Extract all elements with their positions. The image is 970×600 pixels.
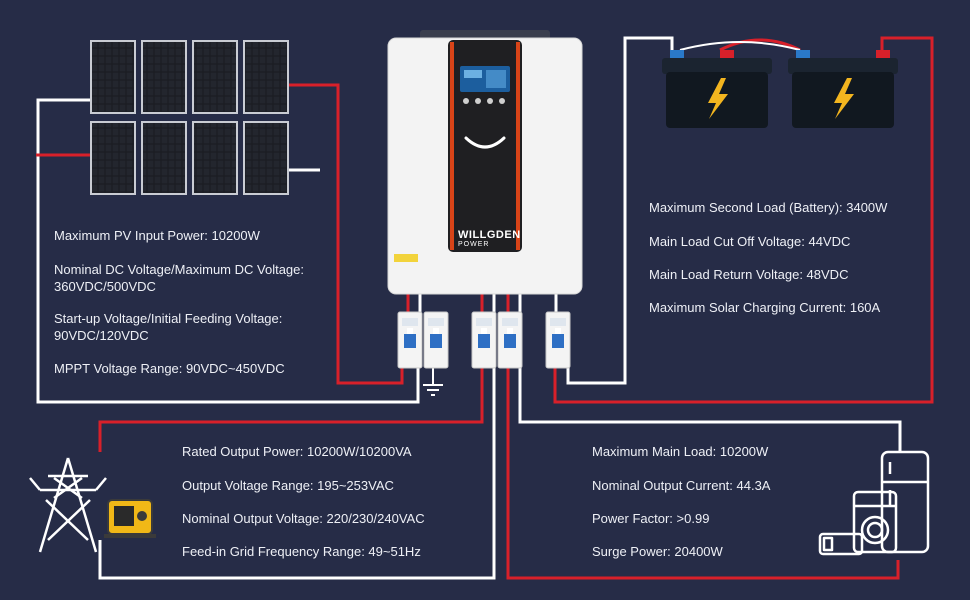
grid-spec-nominal-voltage: Nominal Output Voltage: 220/230/240VAC	[182, 511, 425, 526]
battery-icon-2	[788, 50, 898, 128]
warning-label	[394, 254, 418, 262]
washing-machine-icon	[852, 490, 898, 554]
brand-subtitle: POWER	[458, 241, 490, 248]
solar-panel-icon	[141, 121, 187, 195]
battery-bolt-icon-2	[834, 78, 854, 119]
circuit-breaker-icon	[545, 311, 571, 369]
battery-bolt-icon-1	[708, 78, 728, 119]
fridge-icon	[880, 450, 930, 554]
button-2	[475, 98, 481, 104]
grid-neutral-wire	[98, 368, 496, 580]
solar-panel-icon	[243, 40, 289, 114]
battery-link-white	[679, 41, 801, 51]
pv-negative-wire	[36, 98, 420, 404]
solar-panel-icon	[192, 121, 238, 195]
generator-icon	[104, 499, 156, 538]
load-spec-surge: Surge Power: 20400W	[592, 544, 723, 559]
ground-icon	[423, 384, 443, 396]
pv-spec-max-input: Maximum PV Input Power: 10200W	[54, 228, 260, 243]
solar-panel-icon	[192, 40, 238, 114]
grid-spec-rated-output: Rated Output Power: 10200W/10200VA	[182, 444, 412, 459]
inverter-brand-logo: WILLGDEN POWER	[458, 230, 521, 250]
load-neutral-wire	[518, 368, 902, 452]
load-live-wire	[506, 368, 900, 580]
solar-panel-icon	[90, 121, 136, 195]
load-spec-output-current: Nominal Output Current: 44.3A	[592, 478, 771, 493]
button-4	[499, 98, 505, 104]
button-1	[463, 98, 469, 104]
pv-spec-nominal-dc: Nominal DC Voltage/Maximum DC Voltage: 3…	[54, 262, 304, 294]
load-spec-power-factor: Power Factor: >0.99	[592, 511, 710, 526]
battery-icon-1	[662, 50, 772, 128]
inverter-icon	[387, 30, 583, 295]
battery-spec-cutoff: Main Load Cut Off Voltage: 44VDC	[649, 234, 851, 249]
solar-panel-icon	[243, 121, 289, 195]
solar-panel-icon	[90, 40, 136, 114]
grid-spec-frequency: Feed-in Grid Frequency Range: 49~51Hz	[182, 544, 421, 559]
circuit-breaker-icon	[471, 311, 497, 369]
circuit-breaker-icon	[423, 311, 449, 369]
circuit-breaker-icon	[497, 311, 523, 369]
breakers	[397, 311, 571, 369]
battery-negative-wire	[566, 36, 674, 385]
pv-spec-startup: Start-up Voltage/Initial Feeding Voltage…	[54, 311, 283, 343]
home-appliances-icon	[818, 450, 930, 556]
battery-positive-wire	[553, 36, 934, 404]
pv-positive-wire	[288, 83, 404, 385]
microwave-icon	[818, 532, 864, 556]
grid-live-wire	[98, 368, 484, 452]
transmission-tower-icon	[29, 457, 107, 553]
circuit-breaker-icon	[397, 311, 423, 369]
battery-spec-second-load: Maximum Second Load (Battery): 3400W	[649, 200, 888, 215]
load-spec-max-main: Maximum Main Load: 10200W	[592, 444, 769, 459]
solar-panel-icon	[141, 40, 187, 114]
battery-spec-charging: Maximum Solar Charging Current: 160A	[649, 300, 881, 315]
battery-link-red	[719, 38, 801, 52]
brand-name: WILLGDEN	[458, 229, 521, 241]
pv-spec-mppt: MPPT Voltage Range: 90VDC~450VDC	[54, 361, 285, 376]
solar-array	[90, 40, 289, 195]
grid-spec-voltage-range: Output Voltage Range: 195~253VAC	[182, 478, 394, 493]
wires	[36, 36, 934, 580]
button-3	[487, 98, 493, 104]
battery-spec-return: Main Load Return Voltage: 48VDC	[649, 267, 849, 282]
smile-logo	[464, 136, 506, 149]
